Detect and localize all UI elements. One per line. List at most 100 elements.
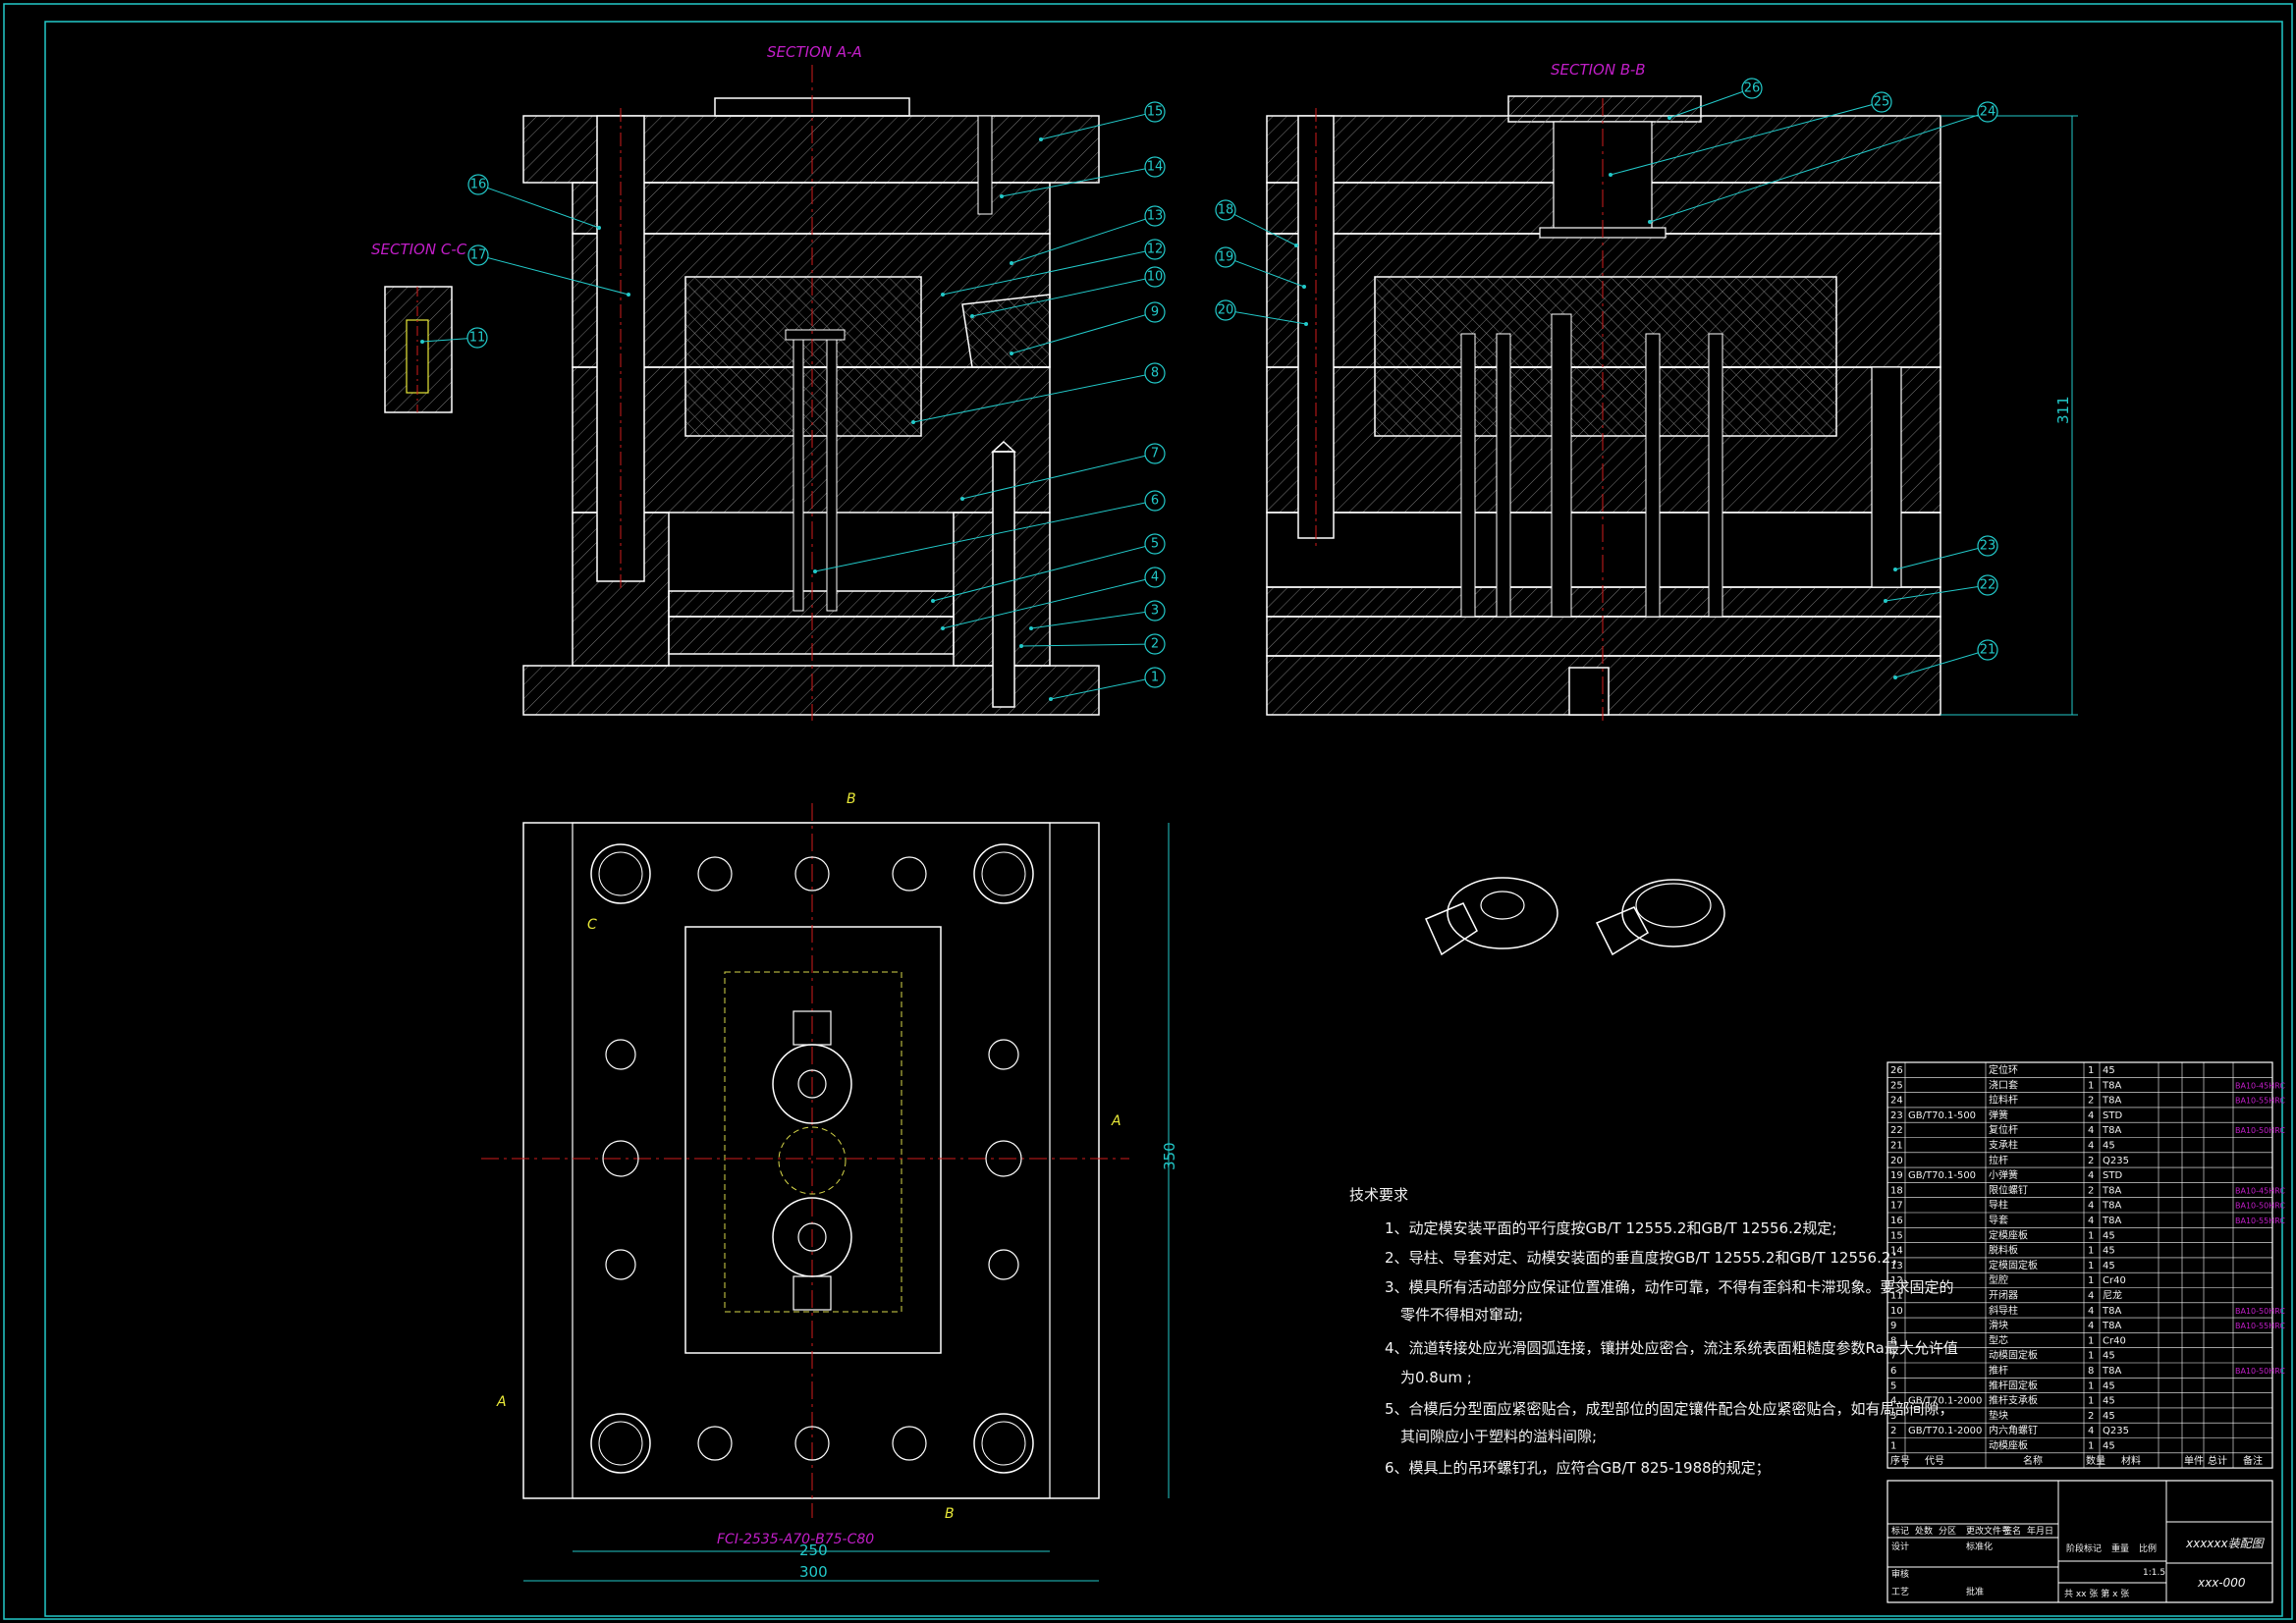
bom-cell-mat: 45 [2103,1396,2115,1407]
bom-cell-no: 17 [1890,1201,1903,1212]
part-balloon [1144,490,1166,512]
bom-cell-no: 1 [1890,1441,1896,1452]
tb-label: 标记 [1891,1525,1909,1537]
bom-cell-name: 斜导柱 [1989,1304,2018,1317]
bom-cell-no: 16 [1890,1216,1903,1226]
bom-cell-mat: 45 [2103,1351,2115,1362]
part-balloon [1977,574,1998,596]
bom-cell-qty: 2 [2088,1096,2094,1107]
part-balloon [1977,101,1998,123]
balloon-number: 12 [1147,243,1164,257]
tech-line: 1、动定模安装平面的平行度按GB/T 12555.2和GB/T 12556.2规… [1385,1219,1836,1237]
bom-cell-qty: 1 [2088,1335,2094,1346]
balloon-number: 21 [1980,643,1996,658]
bom-cell-name: 拉杆 [1989,1154,2008,1166]
bom-cell-qty: 4 [2088,1216,2094,1226]
bom-cell-no: 10 [1890,1306,1903,1317]
bom-cell-name: 定模固定板 [1989,1259,2038,1271]
drawing-no: xxx-000 [2197,1576,2246,1590]
bom-cell-qty: 2 [2088,1156,2094,1166]
section-a-view: SECTION A-A [522,43,1100,721]
tb-label: 处数 [1915,1525,1933,1537]
bom-cell-qty: 1 [2088,1441,2094,1452]
balloon-number: 19 [1218,250,1234,265]
bom-cell-qty: 1 [2088,1080,2094,1091]
bom-cell-mat: 45 [2103,1441,2115,1452]
dim-250: 250 [799,1542,828,1559]
part-balloon [1144,101,1166,123]
tb-label: 年月日 [2027,1525,2053,1537]
bom-cell-name: 内六角螺钉 [1989,1424,2038,1436]
part-balloon [467,244,489,266]
bom-cell-qty: 1 [2088,1351,2094,1362]
balloons: 1234567891011121314151617181920212223242… [420,78,1998,701]
balloon-number: 4 [1151,570,1159,585]
balloon-number: 5 [1151,537,1159,552]
bom-cell-mat: STD [2103,1110,2122,1121]
bom-cell-qty: 4 [2088,1170,2094,1181]
balloon-number: 2 [1151,637,1159,652]
bom-cell-no: 12 [1890,1275,1903,1286]
bom-cell-mat: Cr40 [2103,1335,2126,1346]
part-balloon [1741,78,1763,99]
tb-label: 审核 [1891,1568,1909,1580]
bom-cell-no: 26 [1890,1065,1903,1076]
bom-cell-mat: 45 [2103,1246,2115,1257]
bom-cell-qty: 1 [2088,1275,2094,1286]
part-balloon [1144,633,1166,655]
bom-cell-note: BA10-55HRC [2235,1322,2285,1330]
bom-cell-qty: 1 [2088,1246,2094,1257]
balloon-number: 14 [1147,160,1164,175]
bom-header-code: 代号 [1925,1455,1944,1467]
mark-b-top: B [847,791,856,807]
bom-cell-name: 支承柱 [1989,1139,2018,1152]
bom-cell-name: 开闭器 [1989,1289,2018,1302]
bom-header-mat: 材料 [2121,1454,2141,1467]
bom-cell-no: 11 [1890,1291,1903,1302]
bom-cell-qty: 4 [2088,1426,2094,1436]
bom-cell-note: BA10-50HRC [2235,1367,2285,1376]
section-b-title: SECTION B-B [1551,61,1646,79]
bom-cell-no: 23 [1890,1110,1903,1121]
bom-cell-no: 13 [1890,1261,1903,1271]
tb-label: 批准 [1966,1586,1984,1597]
bom-cell-name: 复位杆 [1989,1123,2018,1136]
bom-cell-note: BA10-45HRC [2235,1081,2285,1090]
bom-cell-name: 推杆支承板 [1989,1394,2038,1407]
bom-cell-no: 19 [1890,1170,1903,1181]
tb-label: 设计 [1891,1541,1909,1552]
dim-311: 311 [2054,396,2072,424]
part-balloon [1977,535,1998,557]
title-block: xxxxxx装配图 xxx-000 1:1.5 共 xx 张 第 x 张 标记 … [1886,1480,2273,1603]
bom-cell-name: 动模座板 [1989,1439,2028,1452]
balloon-number: 20 [1218,303,1234,318]
bom-cell-name: 推杆固定板 [1989,1379,2038,1391]
bom-cell-mat: T8A [2102,1216,2121,1226]
tech-requirements: 技术要求 1、动定模安装平面的平行度按GB/T 12555.2和GB/T 125… [1349,1186,1958,1477]
bom-cell-mat: 45 [2103,1261,2115,1271]
balloon-number: 13 [1147,209,1164,224]
bom-cell-no: 18 [1890,1185,1903,1196]
bom-cell-qty: 1 [2088,1261,2094,1271]
bom-cell-name: 型芯 [1989,1333,2008,1346]
part-balloon [1144,301,1166,323]
inner-frame [44,21,2283,1617]
bom-cell-mat: 45 [2103,1065,2115,1076]
part-balloon [1144,156,1166,178]
tech-line: 4、流道转接处应光滑圆弧连接，镶拼处应密合，流注系统表面粗糙度参数Ra最大允许值 [1385,1339,1958,1357]
bom-cell-mat: 45 [2103,1141,2115,1152]
bom-cell-mat: STD [2103,1170,2122,1181]
bom-cell-mat: T8A [2102,1080,2121,1091]
tb-label: 分区 [1939,1526,1956,1537]
bom-cell-no: 25 [1890,1080,1903,1091]
tb-label: 标准化 [1966,1541,1993,1552]
section-c-view: SECTION C-C [371,241,467,413]
tech-line: 6、模具上的吊环螺钉孔，应符合GB/T 825-1988的规定； [1385,1459,1771,1477]
tech-line: 零件不得相对窜动; [1400,1306,1523,1324]
bom-cell-mat: T8A [2102,1201,2121,1212]
balloon-number: 26 [1744,81,1761,96]
part-balloon [1144,205,1166,227]
bom-cell-name: 小弹簧 [1989,1168,2018,1181]
bom-cell-code: GB/T70.1-500 [1908,1170,1976,1181]
bom-cell-qty: 4 [2088,1125,2094,1136]
